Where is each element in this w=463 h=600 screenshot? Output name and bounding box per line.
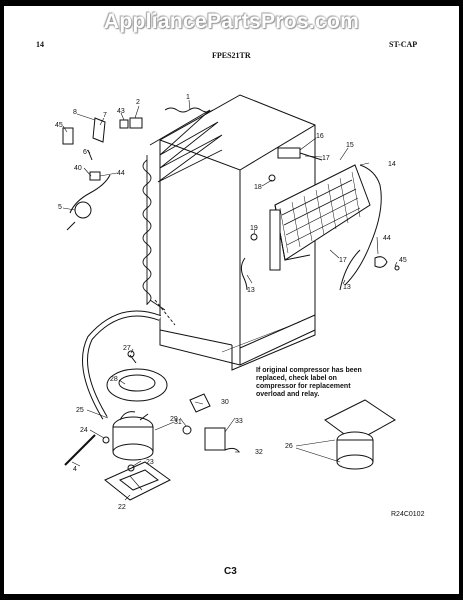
callout-27: 27 (123, 345, 131, 352)
bracket-5 (92, 117, 106, 143)
screw-21 (268, 174, 276, 182)
drain-pan (106, 368, 168, 402)
cabinet (159, 94, 316, 371)
page-code: C3 (224, 566, 237, 577)
callout-15: 15 (346, 142, 354, 149)
callout-21: 18 (254, 184, 262, 191)
part-27 (129, 354, 137, 364)
part-31 (182, 425, 192, 435)
callout-14: 14 (388, 161, 396, 168)
model-number: FPES21TR (212, 51, 251, 60)
callout-6: 6 (83, 149, 87, 156)
evaporator-assembly (269, 164, 382, 286)
part-44 (374, 256, 388, 268)
rear-condenser-coil (142, 107, 223, 326)
callout-7: 5 (58, 204, 62, 211)
watermark-text: AppliancePartsPros.com (103, 10, 360, 33)
part-4 (64, 434, 96, 466)
part-45 (62, 127, 74, 145)
callout-19: 17 (322, 155, 330, 162)
compressor-note: If original compressor has been replaced… (256, 367, 362, 398)
callout-40: 40 (74, 165, 82, 172)
base-plate (104, 461, 171, 501)
callout-43: 44 (117, 170, 125, 177)
part-41 (119, 119, 129, 129)
callout-26: 26 (285, 443, 293, 450)
callout-18: 16 (316, 133, 324, 140)
callout-22: 22 (118, 504, 126, 511)
part-2 (129, 117, 143, 129)
wire-32 (224, 447, 240, 453)
part-40 (89, 171, 101, 181)
callout-45b: 45 (399, 257, 407, 264)
callout-31: 31 (174, 419, 182, 426)
compressor-right (324, 399, 396, 470)
tube-13 (339, 249, 361, 291)
compressor-left (112, 411, 154, 461)
callout-16: 13 (247, 287, 255, 294)
section-code: ST-CAP (389, 40, 418, 49)
callout-4: 4 (73, 466, 77, 473)
callout-5: 7 (103, 112, 107, 119)
callout-30: 30 (221, 399, 229, 406)
drawing-code: R24C0102 (391, 511, 425, 518)
cord-7 (69, 174, 111, 214)
callout-28: 28 (110, 376, 118, 383)
grommet-24 (102, 436, 110, 444)
callout-25: 25 (76, 407, 84, 414)
grommet-23 (127, 464, 135, 472)
callout-labels: 45 8 7 43 2 1 6 40 44 5 16 17 15 14 18 1… (55, 94, 407, 511)
callout-33: 33 (235, 418, 243, 425)
callout-17: 17 (339, 257, 347, 264)
callout-1: 1 (186, 94, 190, 101)
callout-2: 2 (136, 99, 140, 106)
callout-13: 13 (343, 284, 351, 291)
overload-33 (204, 427, 226, 451)
callout-23: 23 (146, 459, 154, 466)
tube-16 (240, 257, 248, 291)
part-45-right (394, 265, 400, 271)
drain-bracket (277, 147, 301, 159)
callout-45a: 45 (55, 122, 63, 129)
callout-8: 8 (73, 109, 77, 116)
callout-44: 44 (383, 235, 391, 242)
page-number: 14 (36, 40, 44, 49)
leader-lines (62, 99, 398, 501)
callout-29: 29 (170, 416, 178, 423)
callout-32: 32 (255, 449, 263, 456)
callout-24: 24 (80, 427, 88, 434)
callout-41: 43 (117, 108, 125, 115)
callout-20: 19 (250, 225, 258, 232)
